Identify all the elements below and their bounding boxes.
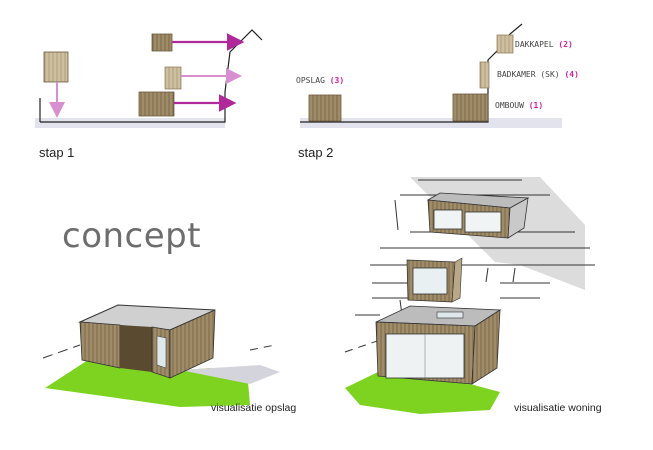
bath-window <box>412 267 448 295</box>
annotation-badkamer-text: BADKAMER (SK) <box>497 70 560 79</box>
annotation-opslag: OPSLAG (3) <box>296 76 344 85</box>
extension-volume <box>452 93 489 122</box>
bath-volume <box>479 61 490 89</box>
storage-visualisation <box>42 304 280 407</box>
glass <box>156 335 167 369</box>
ground-shadow <box>35 118 225 128</box>
front-left <box>79 321 121 369</box>
dormer-volume <box>151 33 173 52</box>
vis-opslag-label: visualisatie opslag <box>211 402 297 414</box>
opening <box>120 325 152 372</box>
annotation-dakkapel-text: DAKKAPEL <box>515 40 554 49</box>
extension-volume <box>138 91 175 117</box>
annotation-ombouw-text: OMBOUW <box>495 101 524 110</box>
dormer-side <box>507 197 529 239</box>
house-outline <box>300 23 523 123</box>
annotation-ombouw-num: (1) <box>528 101 544 110</box>
vis-woning-label: visualisatie woning <box>514 402 602 414</box>
house-visualisation <box>344 177 595 414</box>
extension-side <box>471 309 501 385</box>
floating-volume <box>43 51 69 83</box>
bath-volume <box>164 66 182 90</box>
annotation-badkamer-num: (4) <box>564 70 579 79</box>
annotation-badkamer: BADKAMER (SK) (4) <box>497 70 579 79</box>
step2-label: stap 2 <box>298 145 334 160</box>
step2-diagram <box>300 23 562 128</box>
step1-diagram <box>35 29 263 128</box>
ground-shadow <box>300 118 562 128</box>
grass <box>345 372 500 414</box>
dormer-volume <box>496 34 514 54</box>
side <box>169 309 216 379</box>
storage-volume <box>308 94 342 122</box>
step1-label: stap 1 <box>39 145 75 160</box>
bath-box-side <box>451 257 463 303</box>
dormer-window-left <box>433 209 463 230</box>
shadow <box>180 365 280 384</box>
annotation-opslag-text: OPSLAG <box>296 76 325 85</box>
concept-title: concept <box>62 216 202 256</box>
skylight <box>436 311 464 319</box>
annotation-dakkapel-num: (2) <box>558 40 573 49</box>
annotation-ombouw: OMBOUW (1) <box>495 101 543 110</box>
annotation-opslag-num: (3) <box>329 76 345 85</box>
dormer-window-right <box>464 211 502 233</box>
annotation-dakkapel: DAKKAPEL (2) <box>515 40 573 49</box>
